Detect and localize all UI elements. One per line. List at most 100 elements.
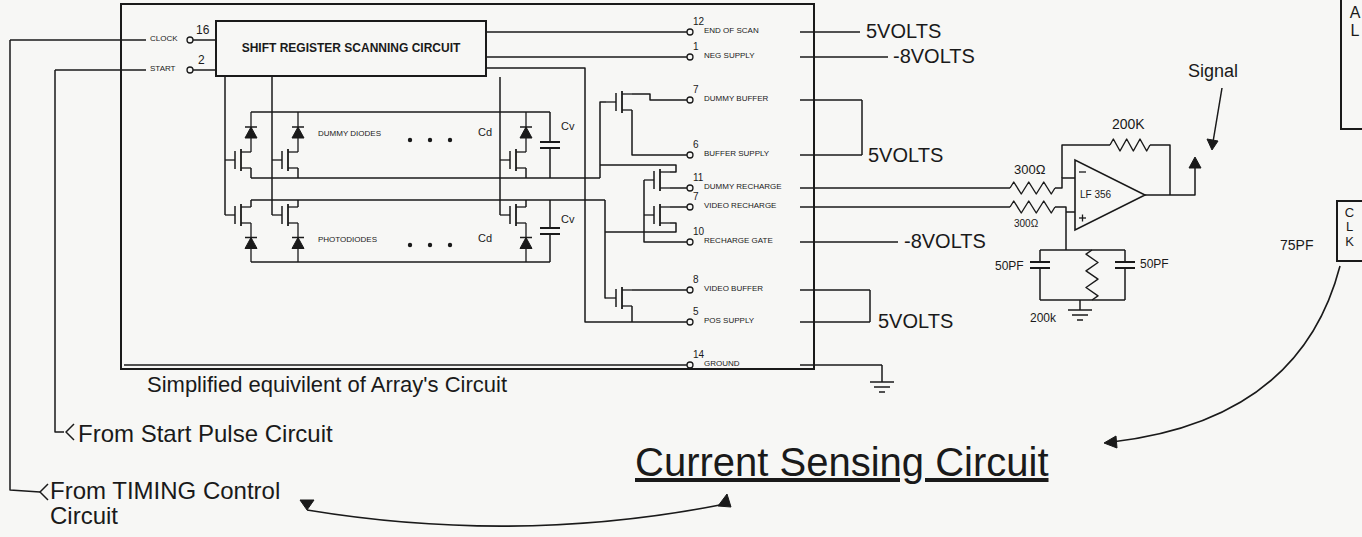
wire xyxy=(1124,268,1126,300)
wire xyxy=(525,200,527,207)
transistor-symbol xyxy=(516,206,526,207)
capacitor-symbol xyxy=(540,227,560,229)
wire xyxy=(644,180,687,242)
transistor-symbol xyxy=(288,167,298,168)
diode-symbol xyxy=(245,238,257,249)
component-value: 300Ω xyxy=(1014,163,1045,177)
component-label: Cv xyxy=(561,213,574,225)
pin-terminal xyxy=(687,54,693,60)
capacitor-symbol xyxy=(1030,261,1050,263)
wire xyxy=(800,31,860,33)
transistor-symbol xyxy=(660,171,670,172)
transistor-symbol xyxy=(516,151,526,152)
plus-sign xyxy=(1082,215,1083,222)
diode-symbol xyxy=(520,127,532,138)
wire xyxy=(549,200,551,228)
box-label: CLK xyxy=(1343,206,1356,249)
ellipsis-dot xyxy=(428,243,432,247)
transistor-symbol xyxy=(622,109,632,110)
pin-name: CLOCK xyxy=(150,35,178,44)
wire xyxy=(1055,207,1066,250)
arrow-head xyxy=(300,500,314,510)
pin-number: 12 xyxy=(693,16,704,27)
ellipsis-dot xyxy=(428,138,432,142)
wire xyxy=(10,39,146,41)
transistor-symbol xyxy=(516,167,526,168)
arrow-head xyxy=(718,494,731,507)
bracket xyxy=(861,100,863,155)
wire xyxy=(632,110,687,155)
transistor-symbol xyxy=(288,222,298,223)
leader-line xyxy=(1112,266,1340,442)
scan-line xyxy=(499,77,501,215)
transistor-symbol xyxy=(241,151,251,152)
wire xyxy=(297,200,299,207)
wire xyxy=(800,206,1010,208)
pin-terminal xyxy=(687,204,693,210)
wire xyxy=(631,306,633,322)
component-label: Cd xyxy=(478,126,492,138)
transistor-symbol xyxy=(241,167,251,168)
array-label: DUMMY DIODES xyxy=(318,130,381,139)
pin-name: START xyxy=(150,65,175,74)
pin-number: 14 xyxy=(693,349,704,360)
ground-line xyxy=(124,364,687,366)
diode-symbol xyxy=(245,127,257,138)
wire xyxy=(1062,145,1110,178)
common-line xyxy=(251,111,550,113)
wire xyxy=(1066,211,1075,213)
pin-number: 6 xyxy=(693,139,699,150)
voltage-note: 5VOLTS xyxy=(868,144,943,166)
diode-symbol xyxy=(292,126,304,128)
transistor-symbol xyxy=(644,214,654,215)
wire xyxy=(250,168,252,178)
transistor-symbol xyxy=(622,93,632,94)
wire xyxy=(10,40,40,492)
box-label: AL xyxy=(1347,4,1362,39)
pin-number: 5 xyxy=(693,306,699,317)
wire xyxy=(525,168,527,178)
wire xyxy=(1039,268,1041,300)
pin-name: VIDEO RECHARGE xyxy=(704,202,776,211)
wire xyxy=(800,187,1010,189)
op-amp-symbol xyxy=(1075,160,1145,230)
section-heading: Current Sensing Circuit xyxy=(635,440,1049,484)
resistor-symbol xyxy=(1010,182,1055,194)
wire xyxy=(487,56,687,58)
transistor-symbol xyxy=(241,206,251,207)
diode-symbol xyxy=(520,126,532,128)
scan-line xyxy=(271,77,273,215)
transistor-symbol xyxy=(272,159,282,160)
wire xyxy=(55,69,146,71)
wire xyxy=(800,99,862,101)
transistor-symbol xyxy=(288,151,298,152)
wire xyxy=(297,168,299,178)
dummy-bus xyxy=(251,177,600,179)
source-note: From Start Pulse Circuit xyxy=(78,421,333,447)
pin-number: 8 xyxy=(693,274,699,285)
shift-register-box: SHIFT REGISTER SCANNING CIRCUIT xyxy=(215,20,487,77)
pin-name: END OF SCAN xyxy=(704,27,759,36)
wire xyxy=(55,70,64,432)
wire xyxy=(250,200,252,207)
resistor-symbol xyxy=(1010,201,1055,213)
pin-terminal xyxy=(687,362,693,368)
pin-terminal xyxy=(687,319,693,325)
edge-tab: CLK xyxy=(1336,200,1362,262)
ground-symbol xyxy=(870,381,894,383)
wire xyxy=(1055,178,1075,188)
bracket xyxy=(40,484,48,500)
transistor-symbol xyxy=(272,214,282,215)
wire xyxy=(632,289,687,291)
component-value: 50PF xyxy=(1140,258,1169,271)
source-note: From TIMING Control Circuit xyxy=(50,478,330,528)
pin-number: 7 xyxy=(693,84,699,95)
wire xyxy=(605,200,606,298)
pin-name: BUFFER SUPPLY xyxy=(704,150,769,159)
component-value: 200K xyxy=(1112,117,1145,132)
leader-line xyxy=(1213,88,1222,142)
pin-name: DUMMY RECHARGE xyxy=(704,183,782,192)
bracket xyxy=(66,424,74,440)
transistor-symbol xyxy=(241,222,251,223)
arrow-head xyxy=(1207,139,1218,150)
